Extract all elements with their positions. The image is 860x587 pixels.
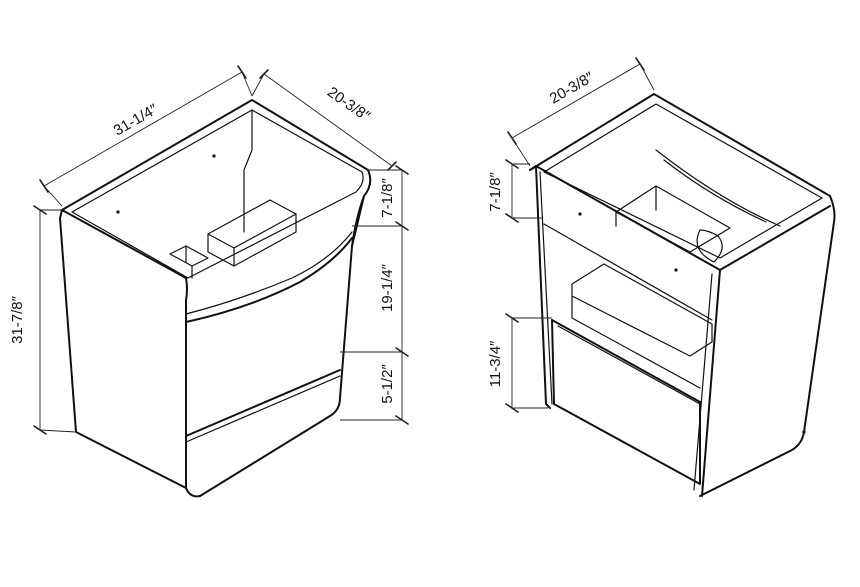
right-dimension-lines bbox=[505, 57, 655, 413]
right-cabinet-top-inner bbox=[543, 103, 823, 259]
right-depth-label: 20-3/8″ bbox=[547, 68, 598, 107]
right-cabinet-screw-3 bbox=[802, 430, 806, 434]
left-cabinet-top-rim bbox=[61, 99, 372, 247]
left-height-label: 31-7/8″ bbox=[9, 295, 26, 344]
right-cabinet-bowl bbox=[655, 149, 781, 263]
left-cabinet-back-panel bbox=[243, 109, 253, 233]
left-cabinet-inner-box bbox=[207, 199, 297, 267]
left-cabinet-inner-rim bbox=[71, 109, 364, 279]
right-cabinet-left-side bbox=[529, 165, 551, 409]
right-cabinet-inner-box bbox=[615, 185, 731, 253]
left-cabinet-drawer-gap-2 bbox=[185, 375, 341, 443]
left-top-section-label: 7-1/8″ bbox=[379, 178, 396, 218]
left-dimension-lines bbox=[33, 65, 409, 435]
right-cabinet-screw-2 bbox=[674, 268, 678, 272]
left-cabinet-inner-box-small bbox=[169, 245, 209, 279]
left-cabinet-drawer-top-curve bbox=[185, 237, 353, 323]
left-cabinet-screw-1 bbox=[116, 210, 120, 214]
right-cabinet-drawer-box bbox=[571, 263, 713, 389]
right-cabinet-front-edge bbox=[535, 165, 831, 271]
right-cabinet-apron bbox=[543, 223, 713, 321]
left-drawer-front-label: 19-1/4″ bbox=[379, 263, 396, 312]
right-top-section-label: 7-1/8″ bbox=[487, 172, 504, 212]
right-cabinet-screw-1 bbox=[578, 212, 582, 216]
left-depth-label: 20-3/8″ bbox=[324, 84, 374, 126]
left-cabinet-drawer-gap bbox=[185, 369, 341, 437]
right-cabinet-drawer-front bbox=[551, 319, 701, 485]
left-cabinet-screw-2 bbox=[212, 154, 216, 158]
left-cabinet-top-curve bbox=[185, 231, 353, 315]
left-cabinet-back-inner bbox=[71, 211, 189, 279]
right-cabinet-right-side bbox=[701, 269, 721, 497]
left-base-label: 5-1/2″ bbox=[379, 364, 396, 404]
left-cabinet-side-left bbox=[61, 195, 365, 498]
right-drawer-label: 11-3/4″ bbox=[487, 340, 504, 387]
right-cabinet-drawer-front-inner bbox=[557, 325, 701, 405]
right-cabinet-outline bbox=[529, 93, 836, 497]
right-cabinet-left-side-inner bbox=[539, 171, 553, 405]
left-cabinet-left-face bbox=[59, 209, 187, 489]
left-cabinet bbox=[59, 99, 372, 498]
left-width-label: 31-1/4″ bbox=[111, 100, 162, 139]
right-cabinet bbox=[529, 93, 836, 497]
right-cabinet-right-side-inner bbox=[693, 273, 713, 491]
